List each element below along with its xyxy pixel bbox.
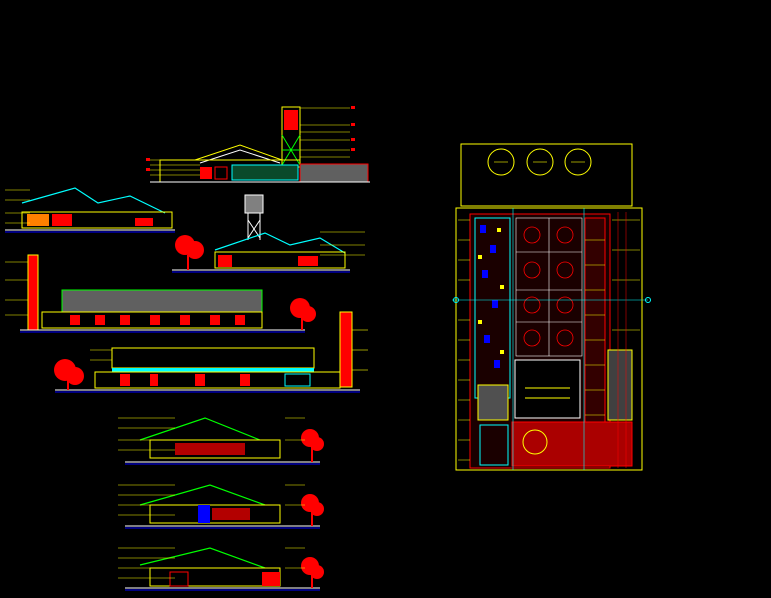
- floor-plan-with-tanks: [452, 143, 651, 471]
- section-b: [118, 484, 324, 529]
- section-a: [118, 417, 324, 465]
- tank-icon: [487, 148, 515, 176]
- tree-icon: [175, 235, 204, 270]
- elevation-side-right: [172, 194, 365, 273]
- tank-icon: [526, 148, 554, 176]
- elevation-long-main: [5, 254, 316, 333]
- tree-icon: [301, 429, 324, 462]
- elevation-long-rear: [54, 311, 368, 393]
- tree-icon: [301, 494, 324, 526]
- tree-icon: [54, 359, 84, 390]
- tank-icon: [564, 148, 592, 176]
- elevation-tower-front: [146, 106, 370, 183]
- section-c: [118, 547, 324, 591]
- elevation-side-left: [5, 187, 175, 233]
- tree-icon: [290, 298, 316, 330]
- tree-icon: [301, 557, 324, 588]
